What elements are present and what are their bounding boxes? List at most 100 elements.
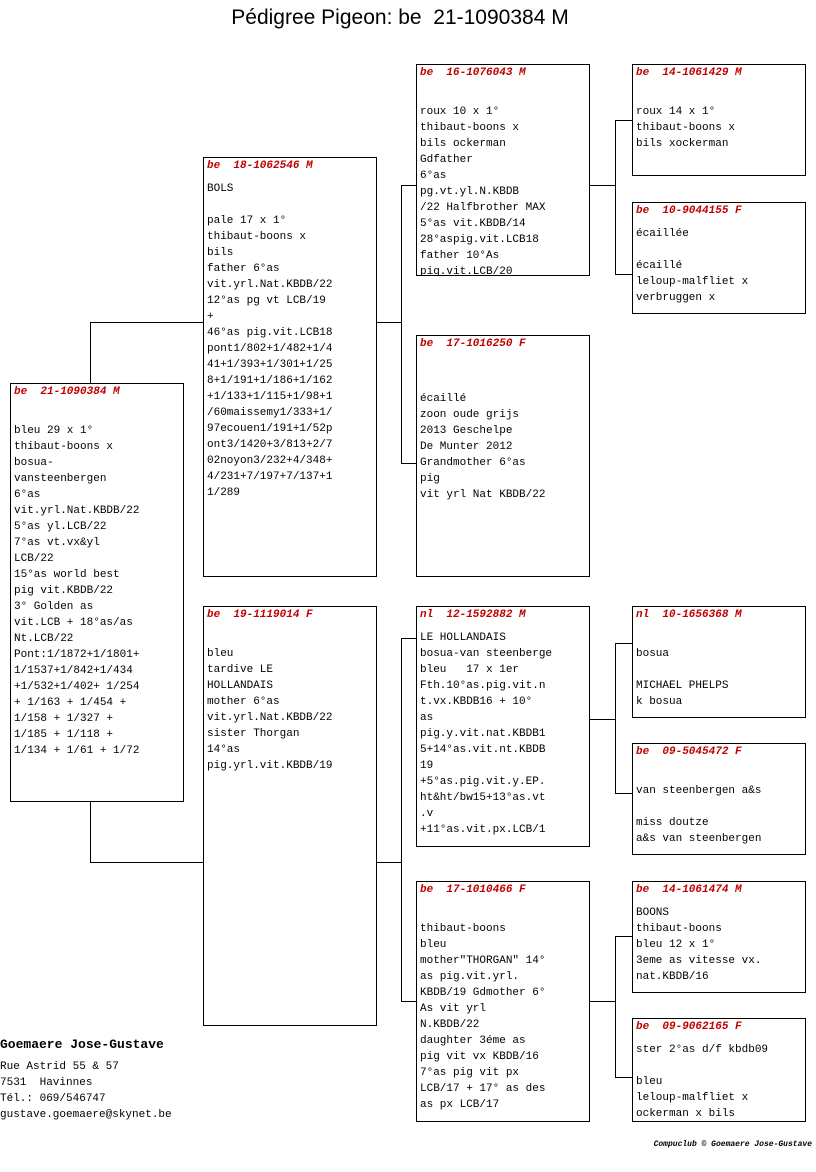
detail-line: pig bbox=[420, 473, 440, 485]
detail-line: vit.yrl.Nat.KBDB/22 bbox=[207, 712, 333, 724]
detail-line: ockerman x bils bbox=[636, 1108, 736, 1120]
detail-line: 46°as pig.vit.LCB18 bbox=[207, 327, 333, 339]
connector-ss-vertical bbox=[615, 120, 616, 275]
detail-line: 14°as bbox=[207, 744, 241, 756]
detail-line: as pig.vit.yrl. bbox=[420, 971, 520, 983]
detail-line: pg.vt.yl.N.KBDB bbox=[420, 186, 520, 198]
detail-line: vit.yrl.Nat.KBDB/22 bbox=[14, 505, 140, 517]
detail-line: father 6°as bbox=[207, 263, 280, 275]
ring-number: be 09-5045472 F bbox=[636, 746, 742, 758]
detail-line: father 10°As bbox=[420, 250, 500, 262]
detail-line: verbruggen x bbox=[636, 292, 716, 304]
detail-line: 3° Golden as bbox=[14, 601, 94, 613]
detail-line: 4/231+7/197+7/137+1 bbox=[207, 471, 333, 483]
detail-line: écaillée bbox=[636, 228, 689, 240]
breeder-info: Goemaere Jose-Gustave Rue Astrid 55 & 57… bbox=[0, 1036, 172, 1123]
detail-line: écaillé bbox=[420, 393, 467, 405]
detail-line: zoon oude grijs bbox=[420, 409, 520, 421]
detail-line bbox=[207, 197, 373, 213]
pigeon-box-ss: be 16-1076043 M roux 10 x 1°thibaut-boon… bbox=[416, 64, 590, 276]
detail-line: /22 Halfbrother MAX bbox=[420, 202, 546, 214]
detail-line: ster 2°as d/f kbdb09 bbox=[636, 1044, 769, 1056]
connector-dam-vertical bbox=[401, 638, 402, 1002]
detail-line: bils ockerman bbox=[420, 138, 506, 150]
detail-line: 6°as bbox=[420, 170, 447, 182]
detail-line: .v bbox=[420, 808, 434, 820]
detail-line: /60maissemy1/333+1/ bbox=[207, 407, 333, 419]
detail-line: pig vit.KBDB/22 bbox=[14, 585, 114, 597]
detail-line: 1/1537+1/842+1/434 bbox=[14, 665, 133, 677]
detail-line: leloup-malfliet x bbox=[636, 1092, 749, 1104]
detail-line: bosua- bbox=[14, 457, 54, 469]
detail-line bbox=[420, 88, 586, 104]
ring-number: be 17-1016250 F bbox=[420, 338, 526, 350]
detail-line: pale 17 x 1° bbox=[207, 215, 287, 227]
connector-subject-up bbox=[90, 322, 91, 384]
detail-line: Gdfather bbox=[420, 154, 473, 166]
connector-dd-dds bbox=[615, 936, 633, 937]
ring-number: be 10-9044155 F bbox=[636, 205, 742, 217]
ring-number: be 17-1010466 F bbox=[420, 884, 526, 896]
ring-number: nl 12-1592882 M bbox=[420, 609, 526, 621]
breeder-address-street: Rue Astrid 55 & 57 bbox=[0, 1061, 119, 1073]
detail-line: as px LCB/17 bbox=[420, 1099, 500, 1111]
breeder-email: gustave.goemaere@skynet.be bbox=[0, 1109, 172, 1121]
detail-line: vit yrl Nat KBDB/22 bbox=[420, 489, 546, 501]
detail-line: 5°as vit.KBDB/14 bbox=[420, 218, 526, 230]
detail-line: leloup-malfliet x bbox=[636, 276, 749, 288]
detail-line: vit.yrl.Nat.KBDB/22 bbox=[207, 279, 333, 291]
detail-line: pig.vit.LCB/20 bbox=[420, 266, 513, 276]
connector-subject-sire bbox=[90, 322, 204, 323]
connector-dd-out bbox=[589, 1001, 615, 1002]
detail-line: 12°as pg vt LCB/19 bbox=[207, 295, 326, 307]
detail-line: bleu bbox=[207, 648, 234, 660]
detail-line: van steenbergen a&s bbox=[636, 785, 762, 797]
detail-line: bleu bbox=[420, 939, 447, 951]
detail-line: +11°as.vit.px.LCB/1 bbox=[420, 824, 546, 836]
detail-line: N.KBDB/22 bbox=[420, 1019, 480, 1031]
detail-line: pig.yrl.vit.KBDB/19 bbox=[207, 760, 333, 772]
detail-line: HOLLANDAIS bbox=[207, 680, 274, 692]
ring-number: be 14-1061474 M bbox=[636, 884, 742, 896]
detail-line: 2013 Geschelpe bbox=[420, 425, 513, 437]
detail-line: pig vit vx KBDB/16 bbox=[420, 1051, 539, 1063]
detail-line: +1/133+1/115+1/98+1 bbox=[207, 391, 333, 403]
detail-line: thibaut-boons x bbox=[420, 122, 520, 134]
connector-sire-ss bbox=[401, 185, 417, 186]
detail-line: BOONS bbox=[636, 907, 670, 919]
connector-dam-out bbox=[377, 862, 401, 863]
copyright-footer: Compuclub © Goemaere Jose-Gustave bbox=[653, 1140, 812, 1149]
detail-line: ht&ht/bw15+13°as.vt bbox=[420, 792, 546, 804]
detail-line: 02noyon3/232+4/348+ bbox=[207, 455, 333, 467]
detail-line: mother 6°as bbox=[207, 696, 280, 708]
connector-dam-dd bbox=[401, 1001, 417, 1002]
detail-line: 1/134 + 1/61 + 1/72 bbox=[14, 745, 140, 757]
detail-line: bosua-van steenberge bbox=[420, 648, 553, 660]
detail-line: 8+1/191+1/186+1/162 bbox=[207, 375, 333, 387]
connector-subject-dam bbox=[90, 862, 204, 863]
detail-line bbox=[636, 767, 802, 783]
connector-ds-dsd bbox=[615, 793, 633, 794]
connector-dd-ddd bbox=[615, 1077, 633, 1078]
connector-ss-out bbox=[589, 185, 615, 186]
detail-line bbox=[420, 905, 586, 921]
detail-line bbox=[636, 630, 802, 646]
detail-line: thibaut-boons x bbox=[636, 122, 736, 134]
detail-line bbox=[636, 242, 802, 258]
detail-line: thibaut-boons x bbox=[14, 441, 114, 453]
detail-line: bils bbox=[207, 247, 234, 259]
detail-line bbox=[420, 375, 586, 391]
ring-number: be 09-9062165 F bbox=[636, 1021, 742, 1033]
detail-line: as bbox=[420, 712, 434, 724]
